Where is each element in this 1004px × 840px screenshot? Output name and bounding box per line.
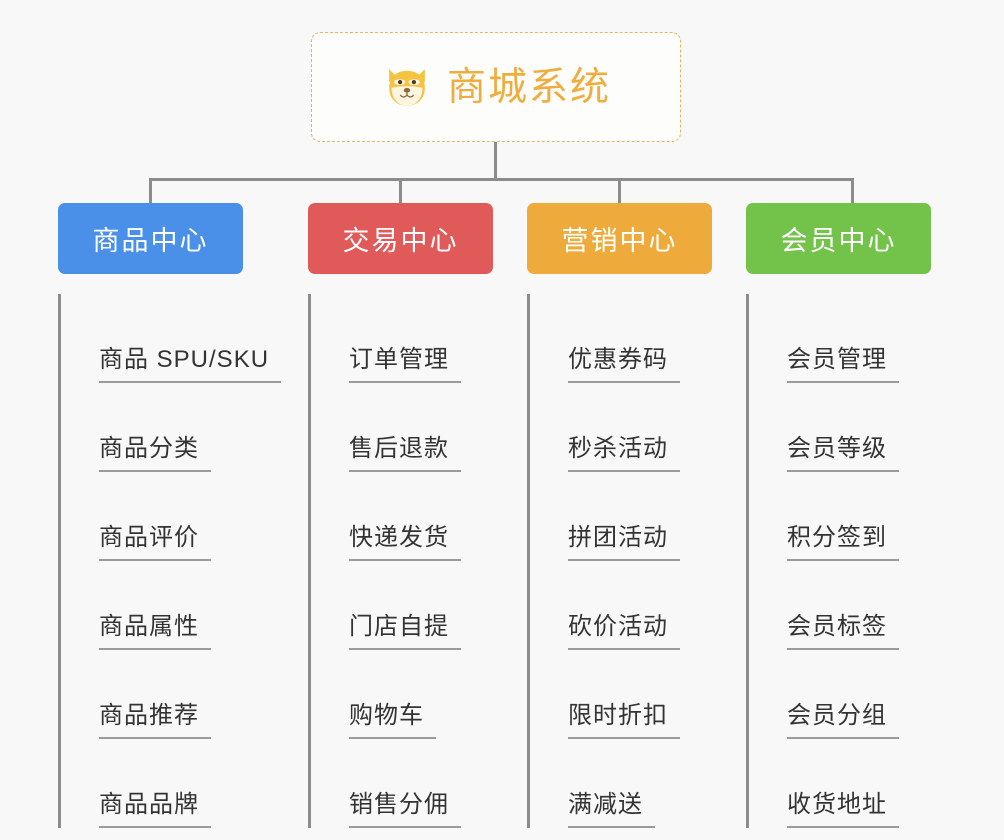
leaf-item-label: 会员标签 [787,613,899,650]
connector-spine-member-center [746,294,749,828]
branch-header-member-center[interactable]: 会员中心 [746,203,931,274]
leaf-item-label: 快递发货 [349,524,461,561]
leaf-list-trade-center: 订单管理售后退款快递发货门店自提购物车销售分佣 [308,294,493,828]
leaf-item[interactable]: 商品推荐 [61,650,243,739]
leaf-item[interactable]: 商品评价 [61,472,243,561]
leaf-item-label: 会员管理 [787,346,899,383]
leaf-item[interactable]: 商品品牌 [61,739,243,828]
leaf-item[interactable]: 商品分类 [61,383,243,472]
leaf-item-label: 砍价活动 [568,613,680,650]
leaf-item[interactable]: 会员等级 [749,383,931,472]
leaf-item[interactable]: 满减送 [530,739,712,828]
connector-spine-product-center [58,294,61,828]
leaf-item-label: 积分签到 [787,524,899,561]
connector-drop-trade-center [399,178,402,205]
branch-marketing-center: 营销中心优惠券码秒杀活动拼团活动砍价活动限时折扣满减送 [527,203,712,828]
leaf-item-label: 收货地址 [787,791,899,828]
connector-spine-trade-center [308,294,311,828]
leaf-item-label: 商品分类 [99,435,211,472]
connector-drop-product-center [149,178,152,205]
connector-root-stem [494,142,497,180]
leaf-item-label: 门店自提 [349,613,461,650]
leaf-item-label: 会员等级 [787,435,899,472]
leaf-item-label: 销售分佣 [349,791,461,828]
leaf-item[interactable]: 商品 SPU/SKU [61,294,282,383]
leaf-item[interactable]: 秒杀活动 [530,383,712,472]
shiba-dog-face-icon [389,69,425,106]
root-node-shop-system[interactable]: 商城系统 [311,32,681,142]
leaf-item-label: 售后退款 [349,435,461,472]
leaf-item-label: 优惠券码 [568,346,680,383]
leaf-item[interactable]: 拼团活动 [530,472,712,561]
leaf-item-label: 满减送 [568,791,655,828]
connector-drop-member-center [851,178,854,205]
branch-trade-center: 交易中心订单管理售后退款快递发货门店自提购物车销售分佣 [308,203,493,828]
branch-header-product-center[interactable]: 商品中心 [58,203,243,274]
leaf-item-label: 秒杀活动 [568,435,680,472]
leaf-item[interactable]: 门店自提 [311,561,493,650]
leaf-item-label: 拼团活动 [568,524,680,561]
root-node-title: 商城系统 [446,65,611,109]
leaf-item-label: 订单管理 [349,346,461,383]
leaf-item[interactable]: 商品属性 [61,561,243,650]
leaf-item[interactable]: 会员标签 [749,561,931,650]
leaf-item[interactable]: 售后退款 [311,383,493,472]
leaf-item[interactable]: 会员管理 [749,294,931,383]
branch-member-center: 会员中心会员管理会员等级积分签到会员标签会员分组收货地址 [746,203,931,828]
leaf-item[interactable]: 订单管理 [311,294,493,383]
leaf-item-label: 会员分组 [787,702,899,739]
leaf-item-label: 商品品牌 [99,791,211,828]
leaf-item-label: 商品评价 [99,524,211,561]
leaf-item[interactable]: 会员分组 [749,650,931,739]
leaf-item[interactable]: 限时折扣 [530,650,712,739]
leaf-item[interactable]: 优惠券码 [530,294,712,383]
leaf-list-member-center: 会员管理会员等级积分签到会员标签会员分组收货地址 [746,294,931,828]
leaf-item-label: 限时折扣 [568,702,680,739]
branch-header-trade-center[interactable]: 交易中心 [308,203,493,274]
connector-spine-marketing-center [527,294,530,828]
leaf-list-product-center: 商品 SPU/SKU 商品分类商品评价商品属性商品推荐商品品牌 [58,294,282,828]
leaf-item[interactable]: 购物车 [311,650,493,739]
leaf-item[interactable]: 快递发货 [311,472,493,561]
leaf-item[interactable]: 收货地址 [749,739,931,828]
leaf-item-label: 商品 SPU/SKU [99,346,282,383]
branch-header-marketing-center[interactable]: 营销中心 [527,203,712,274]
leaf-item-label: 商品属性 [99,613,211,650]
leaf-item[interactable]: 砍价活动 [530,561,712,650]
connector-horizontal-bus [150,178,853,181]
leaf-item-label: 购物车 [349,702,436,739]
leaf-list-marketing-center: 优惠券码秒杀活动拼团活动砍价活动限时折扣满减送 [527,294,712,828]
leaf-item[interactable]: 销售分佣 [311,739,493,828]
connector-drop-marketing-center [618,178,621,205]
leaf-item[interactable]: 积分签到 [749,472,931,561]
branch-product-center: 商品中心商品 SPU/SKU 商品分类商品评价商品属性商品推荐商品品牌 [58,203,282,828]
leaf-item-label: 商品推荐 [99,702,211,739]
